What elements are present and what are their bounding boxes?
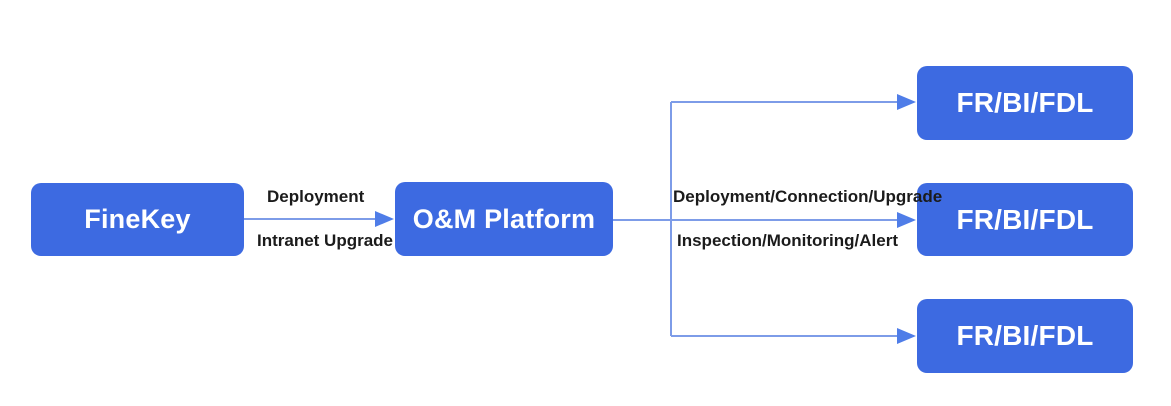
node-fr-bi-fdl-bottom: FR/BI/FDL [917, 299, 1133, 373]
node-om-platform: O&M Platform [395, 182, 613, 256]
arrowhead-fr-top [897, 94, 916, 110]
arrowhead-fr-bottom [897, 328, 916, 344]
arrowhead-fr-middle [897, 212, 916, 228]
edge-label-deployment-connection-upgrade: Deployment/Connection/Upgrade [673, 187, 943, 206]
edge-label-deployment: Deployment [267, 187, 365, 206]
node-fr-bi-fdl-top: FR/BI/FDL [917, 66, 1133, 140]
node-fr-bi-fdl-middle: FR/BI/FDL [917, 183, 1133, 256]
node-finekey: FineKey [31, 183, 244, 256]
edge-label-intranet-upgrade: Intranet Upgrade [257, 231, 394, 250]
arrowhead-om [375, 211, 394, 227]
edge-label-inspection-monitoring-alert: Inspection/Monitoring/Alert [677, 231, 898, 250]
